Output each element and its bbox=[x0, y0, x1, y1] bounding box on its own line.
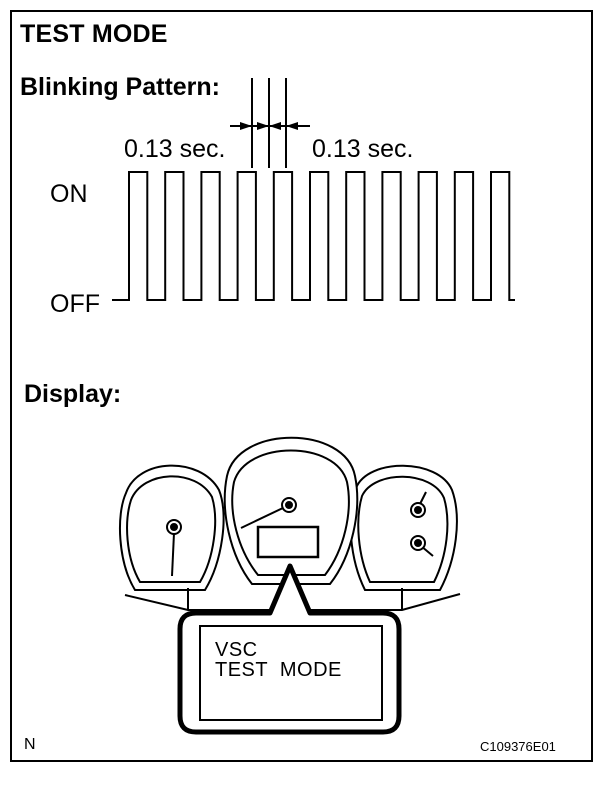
arrow-2 bbox=[257, 122, 269, 130]
right-gauge-face bbox=[357, 475, 449, 583]
right-lower-hub-center bbox=[414, 539, 422, 547]
left-gauge-hub-center bbox=[170, 523, 178, 531]
dimension-arrows bbox=[240, 122, 298, 130]
lcd-screen bbox=[199, 625, 383, 721]
off-label: OFF bbox=[50, 290, 100, 318]
lcd-line-1: VSC bbox=[215, 639, 258, 661]
center-gauge-needle bbox=[240, 506, 286, 529]
multi-display-window bbox=[256, 525, 320, 559]
figure-code: C109376E01 bbox=[480, 739, 556, 754]
arrow-3 bbox=[269, 122, 281, 130]
display-heading: Display: bbox=[24, 380, 122, 408]
figure-frame bbox=[10, 10, 593, 762]
center-gauge-hub-center bbox=[285, 501, 293, 509]
arrow-1 bbox=[240, 122, 252, 130]
on-label: ON bbox=[50, 180, 88, 208]
blinking-pattern-heading: Blinking Pattern: bbox=[20, 73, 221, 101]
interval-label-left: 0.13 sec. bbox=[124, 135, 226, 163]
blinking-square-wave bbox=[112, 171, 515, 301]
corner-mark: N bbox=[24, 736, 36, 753]
right-upper-hub-center bbox=[414, 506, 422, 514]
lcd-line-2: TEST MODE bbox=[215, 659, 342, 681]
interval-label-right: 0.13 sec. bbox=[312, 135, 414, 163]
arrow-4 bbox=[286, 122, 298, 130]
figure-title: TEST MODE bbox=[20, 20, 168, 48]
left-gauge-needle bbox=[171, 532, 175, 577]
